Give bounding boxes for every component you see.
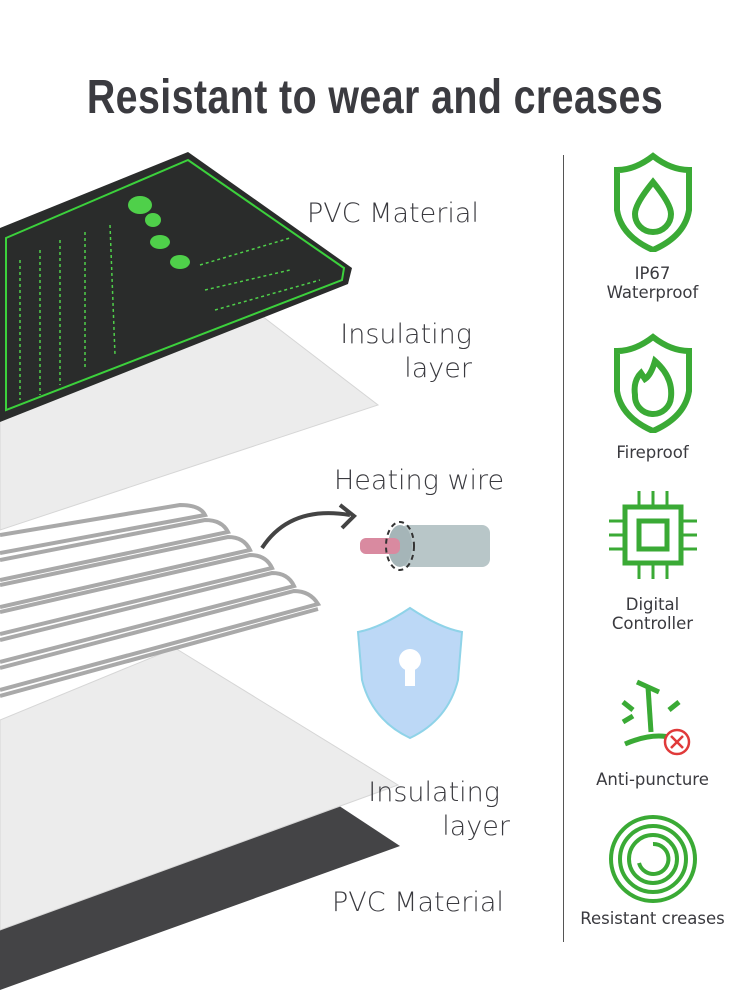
pvc-top-mat — [0, 152, 352, 422]
feature-fireproof: Fireproof — [570, 333, 735, 462]
label-pvc-top: PVC Material — [307, 198, 479, 229]
chip-icon — [608, 491, 697, 579]
arrow-icon — [260, 511, 351, 550]
feature-label: Digital — [625, 595, 680, 614]
pvc-bottom-layer — [0, 790, 400, 990]
label-insulating-bottom-1: Insulating — [368, 777, 500, 808]
feature-anti-puncture: Anti-puncture — [570, 672, 735, 789]
shield-water-drop-icon — [613, 152, 692, 252]
shield-keyhole-icon — [356, 606, 464, 740]
divider — [563, 155, 564, 942]
feature-label: Controller — [611, 614, 694, 633]
feature-label: Resistant creases — [580, 909, 725, 928]
feature-label: Anti-puncture — [596, 770, 709, 789]
label-insulating-bottom-2: layer — [442, 811, 510, 842]
feature-resistant-creases: Resistant creases — [570, 813, 735, 928]
layer-illustration — [0, 152, 490, 990]
page-title: Resistant to wear and creases — [86, 71, 664, 124]
label-heating-wire: Heating wire — [334, 465, 505, 496]
nail-puncture-icon — [620, 679, 690, 756]
feature-digital-controller: Digital Controller — [570, 485, 735, 633]
heating-wire-coil — [0, 502, 322, 698]
label-pvc-bottom: PVC Material — [332, 887, 504, 918]
feature-label: Fireproof — [616, 443, 689, 462]
wire-cross-section-icon — [360, 521, 490, 571]
insulating-bottom-layer — [0, 647, 400, 931]
label-insulating-top-1: Insulating — [340, 319, 472, 350]
feature-label: IP67 — [634, 264, 671, 283]
feature-label: Waterproof — [606, 283, 699, 302]
feature-waterproof: IP67 Waterproof — [570, 152, 735, 302]
label-insulating-top-2: layer — [404, 353, 472, 384]
shield-flame-icon — [613, 333, 692, 433]
coil-icon — [608, 815, 697, 903]
